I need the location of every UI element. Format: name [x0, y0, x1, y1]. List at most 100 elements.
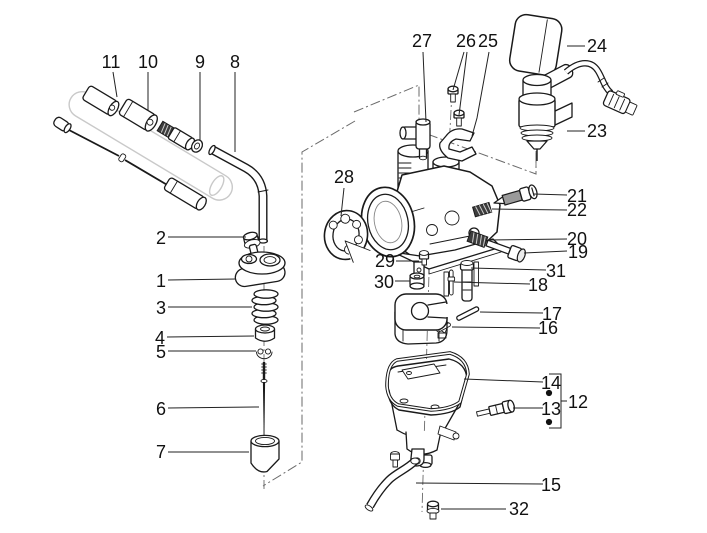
bowl-screw — [426, 500, 440, 520]
cable-spring-and-barrel — [156, 120, 196, 151]
phantom-boundary-lines — [262, 84, 537, 487]
idle-screw-spring — [466, 230, 489, 248]
part-callout-29: 29 — [375, 251, 419, 271]
part-callout-15: 15 — [415, 475, 561, 495]
adjuster-sleeve-part — [118, 98, 158, 132]
part-number-20: 20 — [567, 229, 587, 249]
part-callout-8: 8 — [230, 52, 240, 152]
part-callout-3: 3 — [156, 298, 252, 318]
part-number-23: 23 — [587, 121, 607, 141]
part-number-1: 1 — [156, 271, 166, 291]
float-valve-seat — [409, 272, 425, 290]
part-callout-31: 31 — [470, 261, 566, 281]
part-callout-22: 22 — [491, 200, 587, 220]
part-callout-5: 5 — [156, 342, 256, 362]
mixture-screw — [493, 184, 538, 206]
part-callout-16: 16 — [451, 318, 558, 338]
needle-retainer-cup — [254, 324, 276, 342]
part-number-25: 25 — [478, 31, 498, 51]
part-callout-10: 10 — [138, 52, 158, 111]
electric-choke-unit — [518, 60, 638, 161]
part-number-31: 31 — [546, 261, 566, 281]
part-callout-1: 1 — [156, 271, 237, 291]
part-callout-30: 30 — [374, 272, 410, 292]
part-callout-27: 27 — [412, 31, 432, 123]
part-number-24: 24 — [587, 36, 607, 56]
main-jet — [476, 399, 515, 417]
part-number-29: 29 — [375, 251, 395, 271]
part-callout-11: 11 — [102, 52, 121, 98]
emulsion-tube — [459, 260, 475, 302]
part-callout-26: 26 — [452, 31, 476, 116]
throttle-cable-ghost-outline — [68, 90, 233, 201]
part-number-4: 4 — [155, 328, 165, 348]
needle-clip — [256, 348, 273, 360]
part-number-26: 26 — [456, 31, 476, 51]
part-number-6: 6 — [156, 399, 166, 419]
part-number-13: 13 — [541, 399, 561, 419]
part-callout-28: 28 — [334, 167, 354, 217]
cable-nut-part — [190, 139, 204, 153]
idle-screw — [485, 239, 526, 263]
part-callout-25: 25 — [471, 31, 498, 137]
part-number-12: 12 — [568, 392, 588, 412]
part-number-9: 9 — [195, 52, 205, 72]
jet-needle — [260, 362, 268, 437]
part-callout-14: 14 — [463, 373, 561, 393]
float-valve — [418, 250, 430, 266]
part-callout-12: 12 — [545, 373, 588, 429]
part-number-21: 21 — [567, 186, 587, 206]
part-callout-9: 9 — [195, 52, 205, 141]
drain-hose — [364, 457, 420, 512]
part-number-5: 5 — [156, 342, 166, 362]
part-callout-2: 2 — [156, 228, 246, 248]
bullet-marker — [545, 389, 553, 397]
part-number-30: 30 — [374, 272, 394, 292]
part-number-3: 3 — [156, 298, 166, 318]
part-callout-4: 4 — [155, 328, 255, 348]
callout-layer: 1234567891011121314151617181920212223242… — [102, 31, 607, 519]
part-number-11: 11 — [102, 52, 121, 72]
part-number-10: 10 — [138, 52, 158, 72]
top-cover-screw — [242, 231, 261, 256]
float-pivot-rod — [456, 306, 480, 321]
part-callout-7: 7 — [156, 442, 249, 462]
part-number-2: 2 — [156, 228, 166, 248]
part-callout-21: 21 — [533, 186, 587, 206]
part-number-14: 14 — [541, 373, 561, 393]
part-number-8: 8 — [230, 52, 240, 72]
part-callout-18: 18 — [453, 275, 548, 295]
slide-spring — [251, 289, 279, 325]
choke-retaining-bracket — [439, 128, 477, 162]
throttle-slide — [250, 434, 280, 473]
part-number-28: 28 — [334, 167, 354, 187]
part-number-7: 7 — [156, 442, 166, 462]
elbow-tube-part — [208, 144, 269, 244]
bowl-gasket — [385, 351, 470, 412]
part-number-17: 17 — [542, 304, 562, 324]
inner-cable — [53, 116, 207, 211]
part-number-16: 16 — [538, 318, 558, 338]
part-callout-23: 23 — [567, 121, 607, 141]
part-number-32: 32 — [509, 499, 529, 519]
cable-adjuster-part — [82, 85, 120, 117]
part-callout-17: 17 — [479, 304, 562, 324]
air-filter-ring — [323, 209, 373, 265]
part-number-19: 19 — [568, 242, 588, 262]
choke-rubber-cover — [508, 13, 563, 76]
part-callout-32: 32 — [441, 499, 529, 519]
part-callout-6: 6 — [156, 399, 260, 419]
part-number-15: 15 — [541, 475, 561, 495]
carburetor-top-cover — [234, 251, 286, 288]
mixture-screw-spring — [472, 201, 493, 218]
part-number-22: 22 — [567, 200, 587, 220]
part-callout-13: 13 — [513, 399, 561, 419]
part-callout-20: 20 — [488, 229, 587, 249]
bullet-marker — [545, 418, 553, 426]
part-callout-19: 19 — [523, 242, 588, 262]
float-bowl — [387, 358, 468, 469]
float — [394, 293, 448, 345]
fuel-elbow-fitting — [399, 118, 431, 161]
